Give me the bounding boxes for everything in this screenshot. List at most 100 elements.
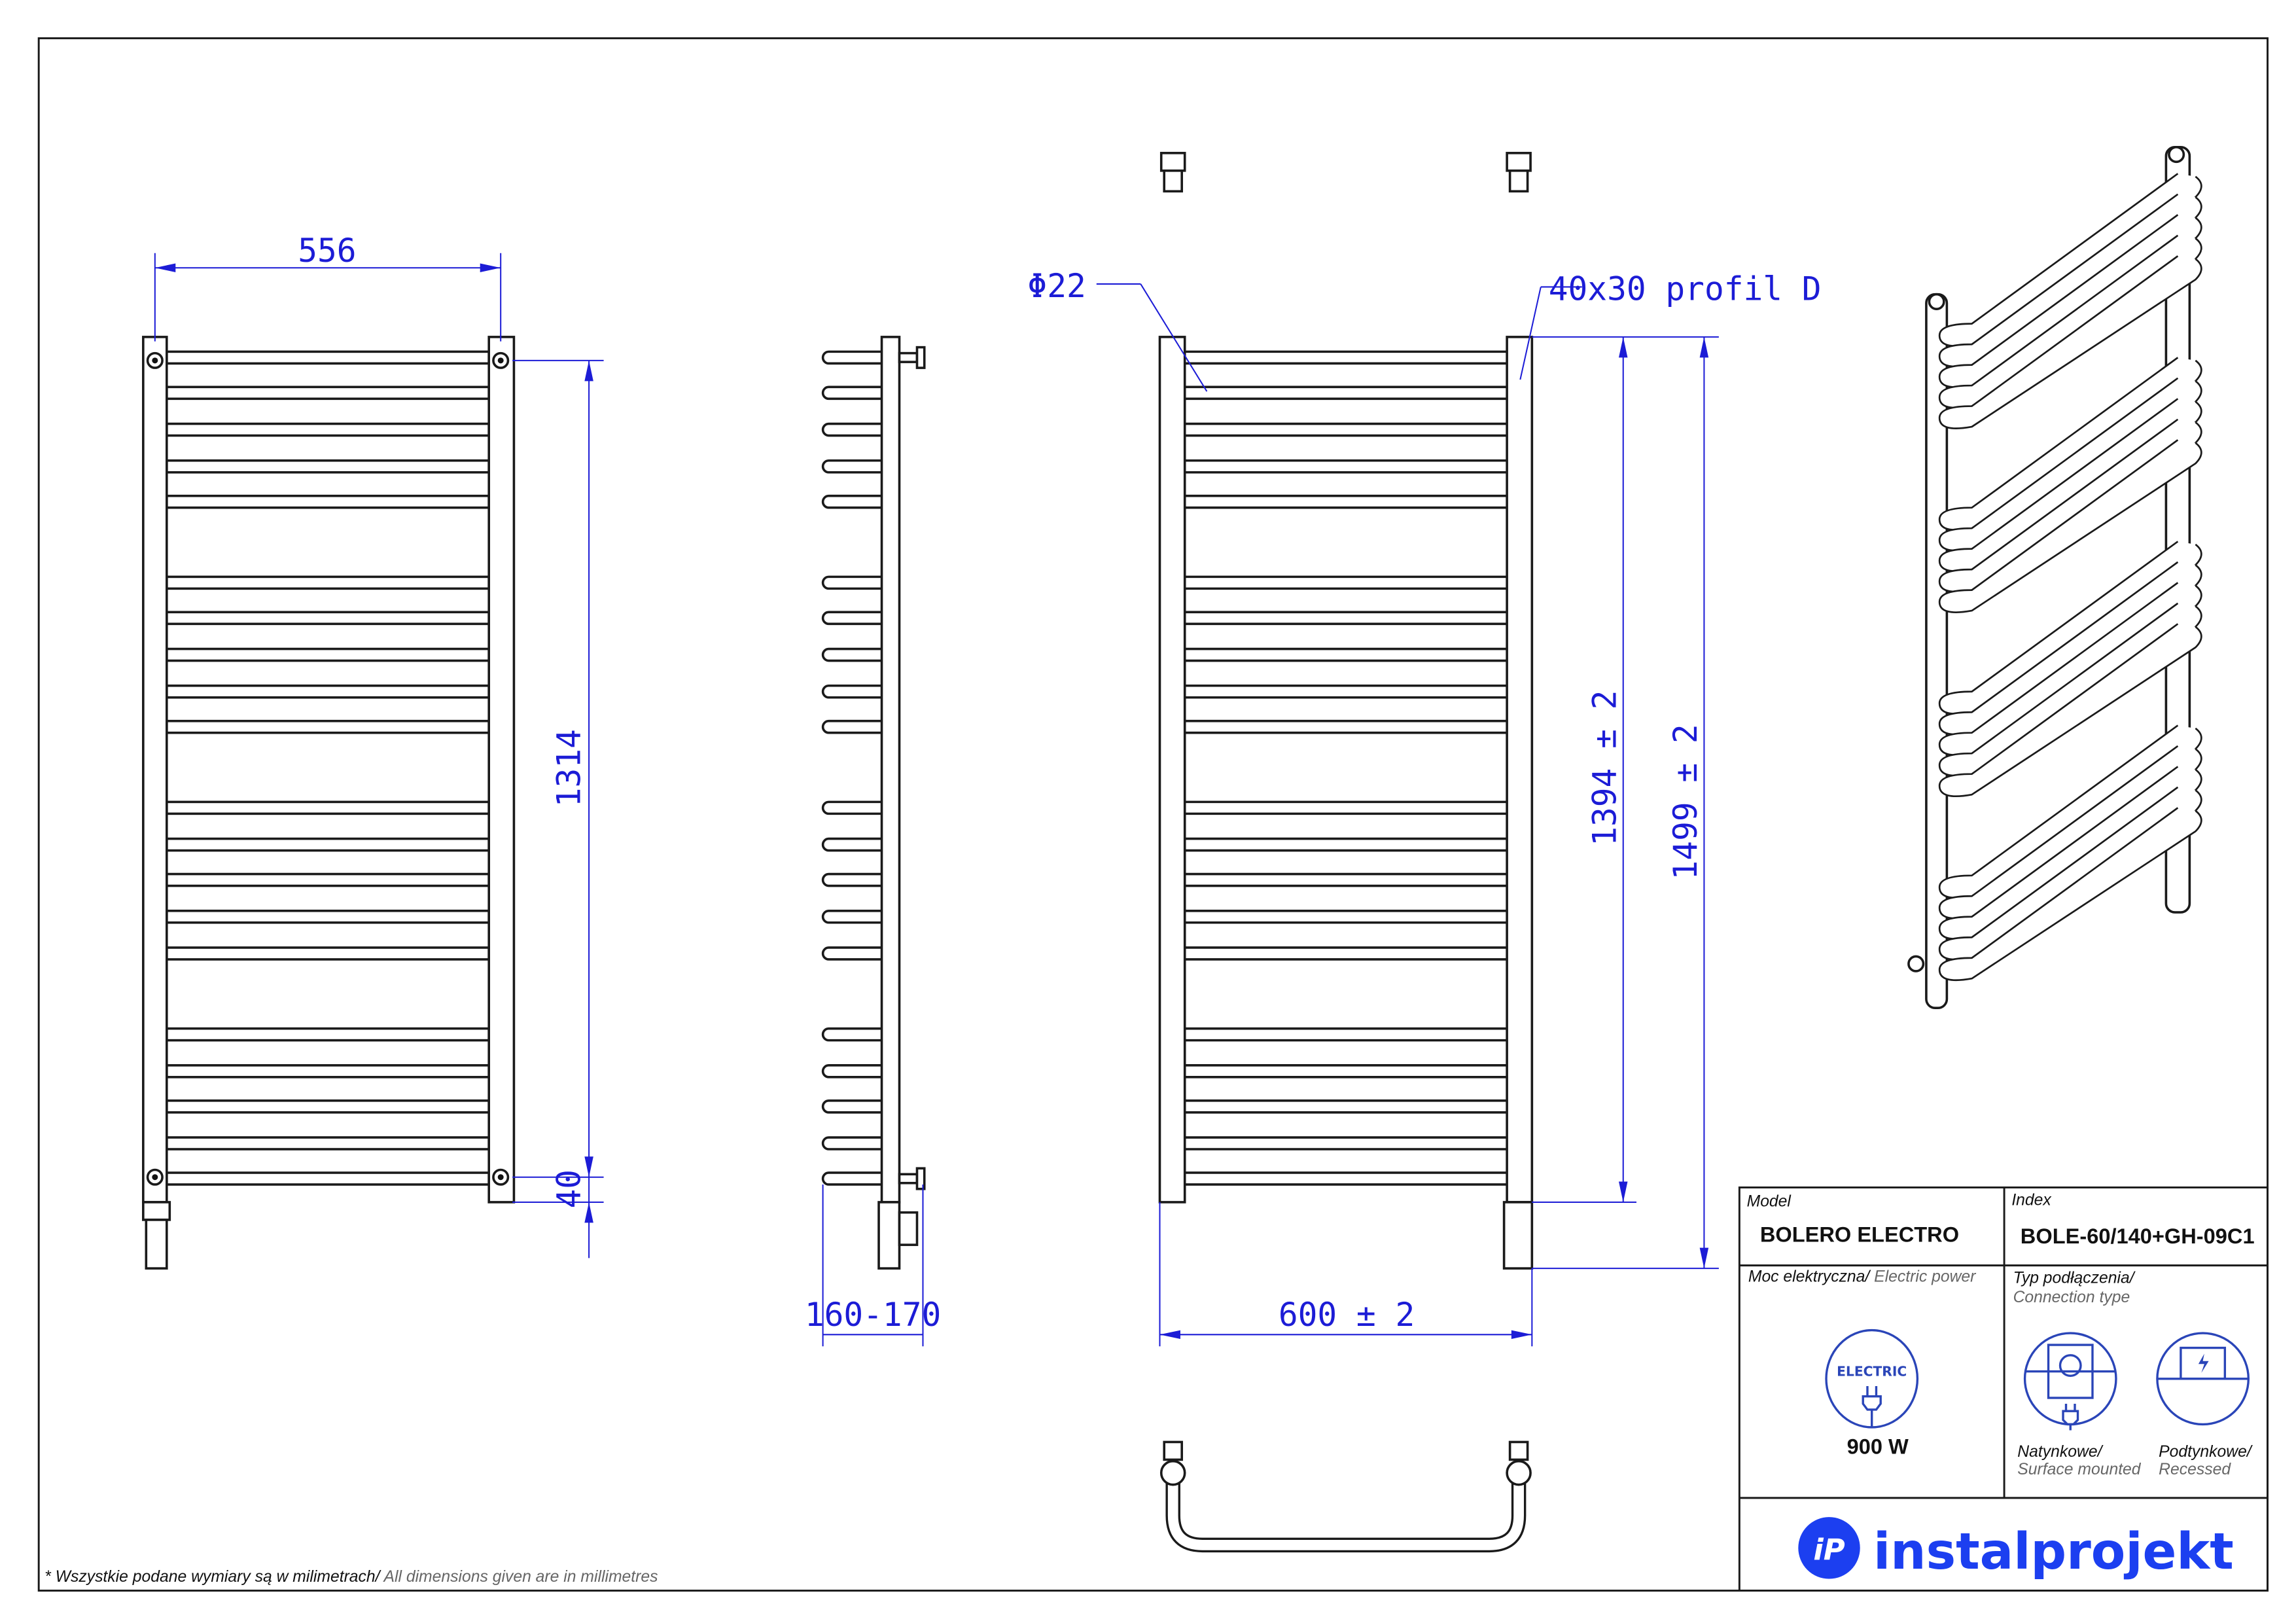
rail bbox=[1938, 214, 2202, 388]
rail bbox=[166, 1136, 491, 1150]
rail bbox=[1938, 377, 2202, 552]
bolt-icon bbox=[1907, 955, 1925, 972]
dimension-1314: 1314 40 bbox=[512, 359, 604, 1258]
side-view bbox=[821, 336, 926, 1270]
rail bbox=[166, 1027, 491, 1042]
dimension-label: 1314 bbox=[550, 729, 588, 807]
mount bbox=[898, 1173, 919, 1185]
rail bbox=[1169, 647, 1525, 662]
rail bbox=[1169, 1027, 1525, 1042]
dimension-label: 1499 ± 2 bbox=[1667, 724, 1704, 880]
rail bbox=[166, 719, 491, 734]
dimension-tube: Φ22 bbox=[1027, 267, 1208, 392]
bolt-dot bbox=[152, 357, 158, 364]
rail bbox=[1169, 459, 1525, 474]
power-label-en: Electric power bbox=[1869, 1268, 1977, 1285]
dimension-profile: 40x30 profil D bbox=[1519, 270, 1822, 380]
rail bbox=[166, 575, 491, 590]
surface-label-en: Surface mounted bbox=[2017, 1461, 2142, 1478]
rail bbox=[1169, 837, 1525, 852]
rail-end bbox=[821, 647, 889, 662]
rail bbox=[166, 611, 491, 626]
bolt-dot bbox=[152, 1174, 158, 1181]
rail-end bbox=[821, 459, 889, 474]
rail-end bbox=[821, 1171, 889, 1186]
heating-element bbox=[145, 1219, 168, 1270]
mount-cap bbox=[915, 1167, 926, 1190]
rail bbox=[1169, 1064, 1525, 1079]
rail bbox=[166, 800, 491, 815]
rail-end bbox=[821, 684, 889, 699]
rail-end bbox=[821, 909, 889, 924]
connection-label-en: Connection type bbox=[2013, 1289, 2130, 1306]
bolt-icon bbox=[2168, 146, 2185, 164]
rail bbox=[166, 459, 491, 474]
rail bbox=[1169, 494, 1525, 509]
footnote: * Wszystkie podane wymiary są w milimetr… bbox=[44, 1568, 658, 1586]
rail bbox=[1169, 684, 1525, 699]
main-front-view bbox=[1158, 336, 1534, 1270]
perspective-view bbox=[1907, 146, 2202, 1009]
rail bbox=[1938, 786, 2202, 961]
rail bbox=[1169, 946, 1525, 961]
rail bbox=[166, 350, 491, 365]
surface-mounted-icon bbox=[2023, 1332, 2117, 1431]
rail-end bbox=[821, 385, 889, 401]
dimension-heights: 1394 ± 2 1499 ± 2 bbox=[1532, 336, 1719, 1270]
rail-end bbox=[821, 1099, 889, 1114]
power-value: 900 W bbox=[1847, 1434, 1909, 1458]
rail bbox=[1938, 398, 2202, 572]
valve bbox=[898, 1211, 919, 1246]
rail bbox=[1938, 193, 2202, 368]
rail-end bbox=[821, 1136, 889, 1150]
drawing-border bbox=[37, 37, 2269, 1592]
dimension-width: 600 ± 2 bbox=[1159, 1202, 1533, 1347]
rail-end bbox=[821, 946, 889, 961]
rail bbox=[166, 909, 491, 924]
left-post bbox=[142, 336, 168, 1204]
rail bbox=[1169, 800, 1525, 815]
rail bbox=[1938, 173, 2202, 347]
rail bbox=[1169, 385, 1525, 401]
rail bbox=[1938, 255, 2202, 429]
rail bbox=[166, 1099, 491, 1114]
rail-end bbox=[821, 575, 889, 590]
front-view bbox=[142, 336, 516, 1270]
rail bbox=[166, 647, 491, 662]
electric-badge: ELECTRIC bbox=[1837, 1363, 1907, 1379]
rail bbox=[166, 422, 491, 437]
rail bbox=[1169, 575, 1525, 590]
rail-end bbox=[821, 422, 889, 437]
rail bbox=[1169, 909, 1525, 924]
rail bbox=[1938, 602, 2202, 777]
rail bbox=[1169, 611, 1525, 626]
dimension-556: 556 bbox=[154, 232, 502, 342]
model-label: Model bbox=[1747, 1193, 1792, 1211]
index-label: Index bbox=[2011, 1191, 2052, 1209]
dimension-depth: 160-170 bbox=[805, 1184, 941, 1347]
rail-end bbox=[821, 872, 889, 887]
heating-element bbox=[1502, 1201, 1534, 1270]
rail bbox=[166, 1064, 491, 1079]
brand-logo: iP instalprojekt bbox=[1798, 1517, 2234, 1581]
rail bbox=[166, 837, 491, 852]
dimension-label: 1394 ± 2 bbox=[1585, 690, 1623, 846]
rail bbox=[1938, 623, 2202, 797]
dimension-label: 40 bbox=[550, 1169, 588, 1209]
svg-text:iP: iP bbox=[1813, 1532, 1845, 1567]
recessed-label-en: Recessed bbox=[2159, 1461, 2231, 1478]
rail bbox=[1169, 872, 1525, 887]
brand-name: instalprojekt bbox=[1873, 1523, 2234, 1581]
rail bbox=[1169, 719, 1525, 734]
rail bbox=[1169, 422, 1525, 437]
heating-element bbox=[877, 1201, 901, 1270]
rail-end bbox=[821, 350, 889, 365]
rail-end bbox=[821, 1027, 889, 1042]
rail bbox=[1938, 418, 2202, 593]
rail bbox=[166, 872, 491, 887]
electric-icon: ELECTRIC bbox=[1825, 1329, 1919, 1429]
rail bbox=[166, 684, 491, 699]
rail bbox=[1938, 807, 2202, 982]
dimension-label: 40x30 profil D bbox=[1549, 270, 1822, 308]
